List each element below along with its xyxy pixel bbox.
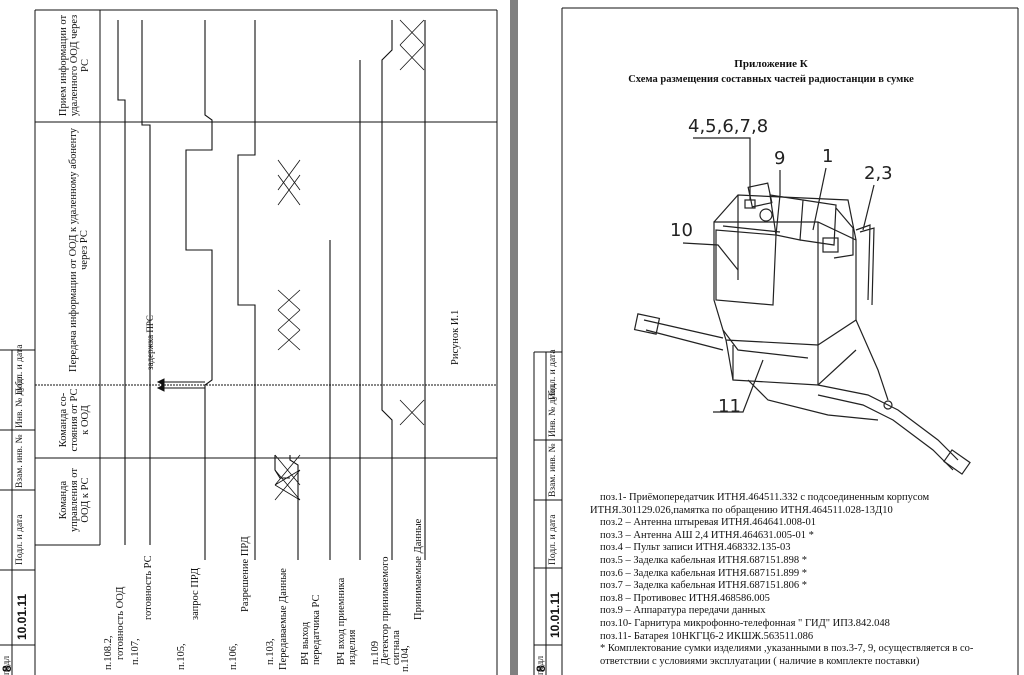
parts-legend: поз.1- Приёмопередатчик ИТНЯ.464511.332 … [590,492,1010,668]
signal-name-6: ВЧ выход передатчика РС [300,594,323,665]
callout-4-8: 4,5,6,7,8 [688,116,769,137]
signal-num-9: п.104, [400,645,411,672]
signal-name-2: готовность РС [143,555,154,620]
stamp-sheet: 8 [534,665,548,672]
right-page: Приложение К Схема размещения составных … [518,0,1024,675]
signal-num-1: п.108.2, [103,635,114,671]
appendix-title: Приложение К [734,58,808,70]
legend-line: поз.3 – Антенна АШ 2,4 ИТНЯ.464631.005-0… [600,529,814,541]
legend-line: ответствии с условиями эксплуатации ( на… [600,655,920,667]
legend-line: поз.8 – Противовес ИТНЯ.468586.005 [600,592,770,604]
callout-10: 10 [670,220,693,241]
signal-num-4: п.106, [228,643,239,670]
header-col4: Прием информации от удаленного ООД через… [58,14,92,117]
legend-line: поз.6 – Заделка кабельная ИТНЯ.687151.89… [600,567,807,579]
legend-line: поз.11- Батарея 10НКГЦ6-2 ИКШЖ.563511.08… [600,630,814,642]
bag-drawing [533,7,1019,675]
stamp-sheet: 8 [0,665,14,672]
header-col1: Команда управления от ООД к РС [58,468,92,532]
signal-num-3: п.105, [176,643,187,670]
signal-name-9: Принимаемые Данные [413,518,424,620]
left-page: подл 10.01.11 Подл. и дата Взам. инв. № … [0,0,510,675]
signal-name-1: готовность ООД [115,586,126,660]
signal-name-4: Разрешение ПРД [240,536,251,612]
legend-line: поз.7 – Заделка кабельная ИТНЯ.687151.80… [600,580,807,592]
signal-name-7: ВЧ вход приемника изделия [336,577,359,665]
signal-name-5: Передаваемые Данные [278,568,289,670]
figure-caption: Рисунок И.1 [450,309,461,365]
callout-9: 9 [774,148,786,169]
header-col3: Передача информации от ООД к удаленному … [68,128,91,372]
signal-name-8: Детектор принимаемого сигнала [380,556,403,665]
callout-1: 1 [822,146,834,167]
data-bursts [274,19,425,501]
stamp-date: 10.01.11 [548,591,562,638]
stamp-podl-i-data-2: Подл. и дата [548,514,558,565]
waveforms [117,20,426,560]
stamp-podl-i-data-2: Подл. и дата [15,514,25,565]
radio-bag-illustration [633,137,971,475]
stamp-podl-i-data: Подл. и дата [548,349,558,400]
stamp-vzam-inv: Взам. инв. № [548,443,558,497]
legend-line: ИТНЯ.301129.026,памятка по обращению ИТН… [590,504,893,516]
signal-name-3: запрос ПРД [190,567,201,620]
legend-line: поз.5 – Заделка кабельная ИТНЯ.687151.89… [600,554,807,566]
delay-label: задержка ПРС [145,315,155,370]
signal-num-2: п.107, [130,638,141,665]
delay-marker [156,378,205,392]
callout-2-3: 2,3 [864,163,893,184]
legend-line: поз.2 – Антенна штыревая ИТНЯ.464641.008… [600,517,817,529]
callout-11: 11 [718,396,741,417]
stamp-podl-i-data: Подл. и дата [15,344,25,395]
legend-line: поз.9 – Аппаратура передачи данных [600,605,766,617]
signal-num-5: п.103, [265,638,276,665]
stamp-vzam-inv: Взам. инв. № [15,434,25,488]
legend-line: поз.10- Гарнитура микрофонно-телефонная … [600,617,890,629]
legend-line: поз.1- Приёмопередатчик ИТНЯ.464511.332 … [600,492,930,503]
appendix-subtitle: Схема размещения составных частей радиос… [628,74,914,85]
header-col2: Команда со-стояния от РС к ООД [58,388,92,452]
legend-line: поз.4 – Пульт записи ИТНЯ.468332.135-03 [600,542,791,554]
stamp-date: 10.01.11 [15,593,29,640]
legend-line: * Комплектование сумки изделиями ,указан… [600,643,974,655]
timing-diagram [0,9,498,675]
